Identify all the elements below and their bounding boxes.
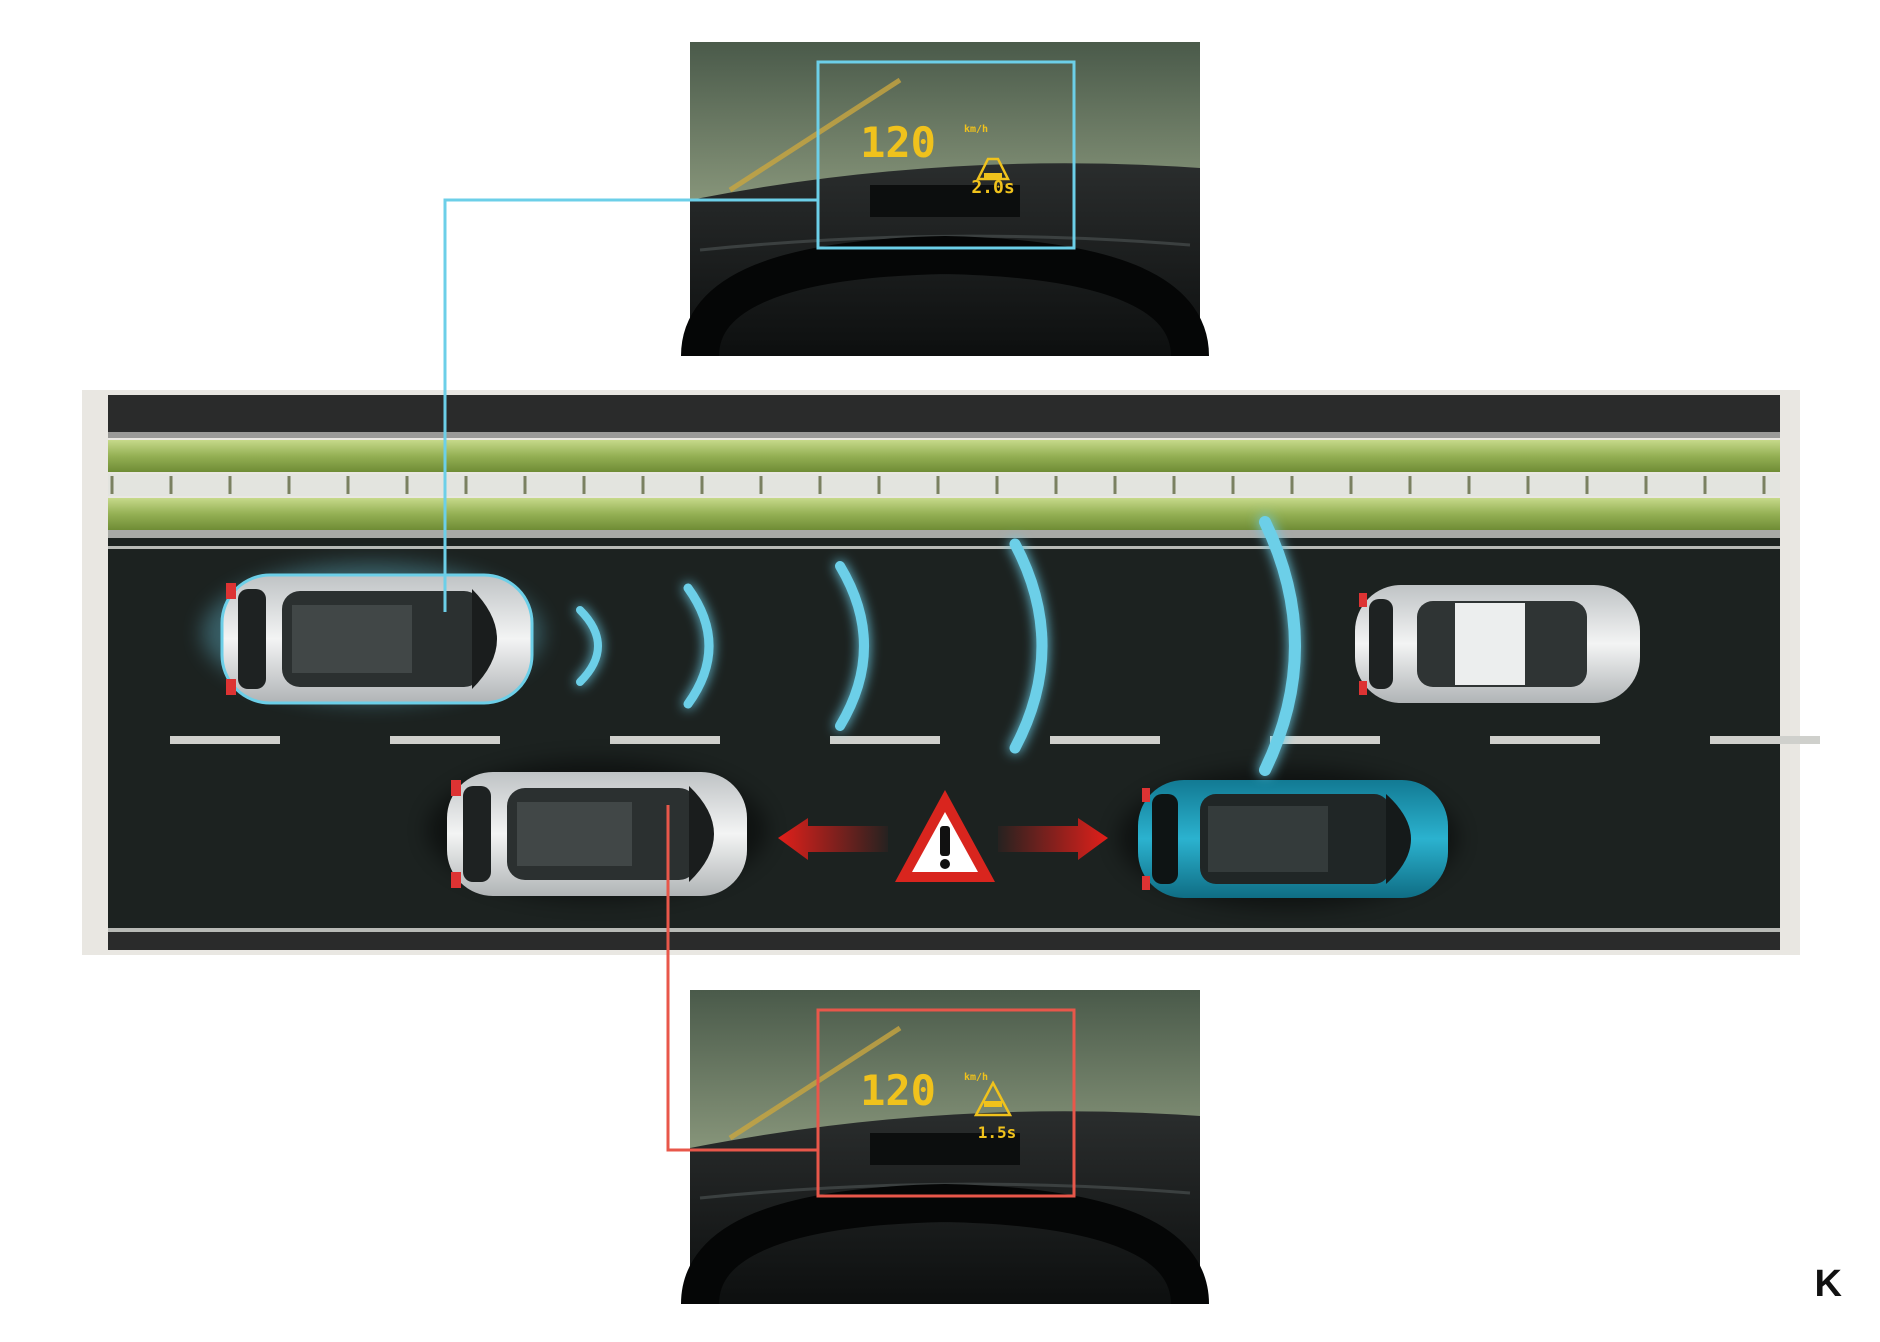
radar-wave [683,583,714,709]
figure-letter: K [1814,1263,1842,1305]
lane-dash [1050,736,1160,744]
radar-wave [1009,538,1048,754]
radar-wave [1259,516,1301,776]
radar-waves [576,516,1301,776]
hud-panel-top: 120 km/h 2.0s [681,42,1209,358]
lane-dash [390,736,500,744]
distance-car-alert-icon [973,1080,1013,1117]
hud-speed-bottom: 120 [860,1066,936,1115]
radar-wave [835,561,869,731]
lane-dash [1270,736,1380,744]
hud-panel-bottom: 120 km/h 1.5s [681,990,1209,1306]
connector-line-blue [443,198,818,612]
lead-car-bottom-lane [1118,768,1458,908]
lane-dash [1490,736,1600,744]
hud-gap-bottom: 1.5s [978,1123,1017,1142]
hud-frame-top [816,60,1076,250]
grass-strip-lower [108,498,1780,530]
ego-car-bottom-lane [427,760,767,900]
ego-car-top-lane [202,563,542,705]
hud-unit-top: km/h [964,124,988,135]
lane-dashes [170,736,1820,744]
lane-dash [1710,736,1820,744]
lead-car-top-lane [1355,585,1640,703]
hud-speed-top: 120 [860,118,936,167]
warning-triangle-icon [895,790,995,882]
lane-dash [170,736,280,744]
hud-unit-bottom: km/h [964,1072,988,1083]
arrow-left-icon [778,818,888,860]
hud-frame-bottom [816,1008,1076,1198]
connector-line-red [666,805,818,1152]
lane-dash [830,736,940,744]
distance-car-icon [975,157,1011,181]
radar-wave [576,606,602,686]
hud-gap-top: 2.0s [971,177,1014,198]
lane-dash [610,736,720,744]
arrow-right-icon [998,818,1108,860]
warning-alert [778,790,1108,882]
grass-strip-upper [108,440,1780,472]
